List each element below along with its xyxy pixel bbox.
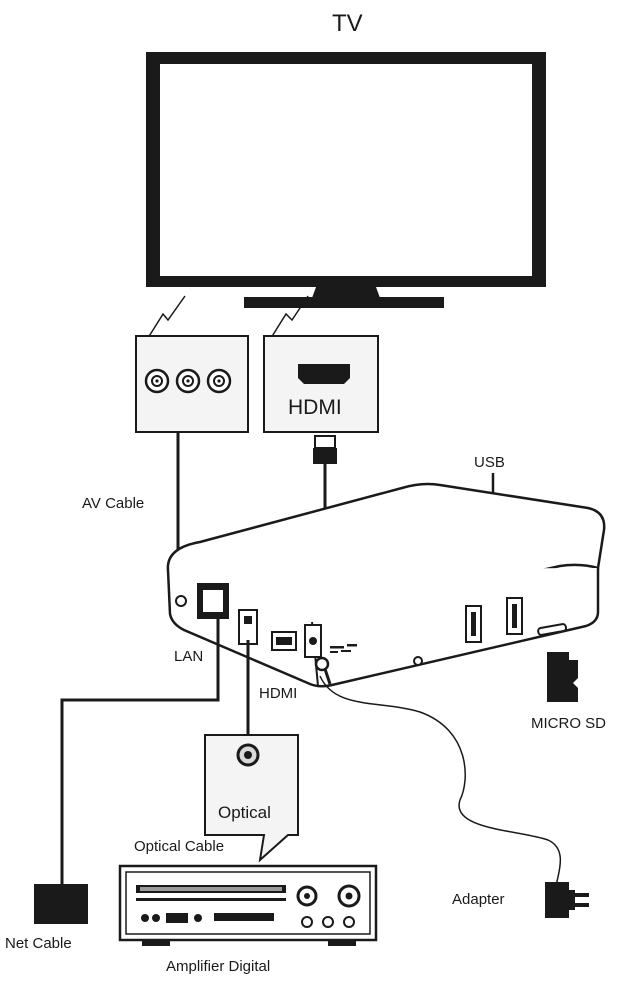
tv-illustration [146,52,546,308]
hdmi-panel-label: HDMI [288,396,342,419]
optical-port-icon [238,609,258,645]
microsd-slot-icon [537,623,568,636]
rca-jack-icon [175,368,201,394]
amp-knob-icon [337,884,361,908]
dc-port-icon [304,624,322,658]
optical-label: Optical [218,803,271,822]
hdmi-port-icon [298,364,350,384]
usb-label: USB [474,454,505,471]
amplifier-label: Amplifier Digital [166,958,271,975]
amplifier-illustration [118,864,378,946]
optical-plug-icon [236,743,260,767]
av-port-icon [175,595,187,607]
media-box-body [166,568,600,688]
optical-cable-label: Optical Cable [132,838,227,855]
amp-knob-icon [296,885,318,907]
micro-sd-card-icon [547,652,578,702]
led-indicator-icon [413,656,423,666]
rca-jack-icon [206,368,232,394]
hdmi-box-port-icon [271,631,297,651]
tv-label: TV [332,10,363,37]
net-cable-label: Net Cable [5,935,72,952]
hdmi-callout-line [270,295,309,339]
amp-slot [136,898,286,901]
optical-callout-box [204,734,299,863]
hdmi-box-label: HDMI [259,685,298,702]
adapter-icon [545,882,589,918]
av-cable-label: AV Cable [82,495,145,512]
dc-marking-text [330,644,357,653]
amp-foot [328,940,356,946]
hdmi-plug-top [313,435,337,464]
media-box-illustration [166,482,606,688]
tv-neck [312,287,380,298]
dc-plug-icon [314,656,330,672]
lan-label: LAN [174,648,204,665]
adapter-cable-line [319,675,562,889]
net-cable-line [60,618,220,885]
lan-port-icon [197,583,229,619]
adapter-label: Adapter [452,891,505,908]
usb-port-icon [465,605,482,643]
micro-sd-label: MICRO SD [531,715,606,732]
amp-small-buttons [141,913,274,923]
rca-jack-icon [144,368,170,394]
hdmi-port-panel [263,335,379,433]
tv-stand [244,297,444,308]
tv-screen [160,64,532,276]
amp-display [136,885,286,893]
usb-port-icon [506,597,523,635]
net-cable-plug-icon [34,884,88,924]
av-callout-line [147,295,186,339]
amp-foot [142,940,170,946]
amp-small-knobs [301,916,355,928]
av-port-panel [135,335,249,433]
